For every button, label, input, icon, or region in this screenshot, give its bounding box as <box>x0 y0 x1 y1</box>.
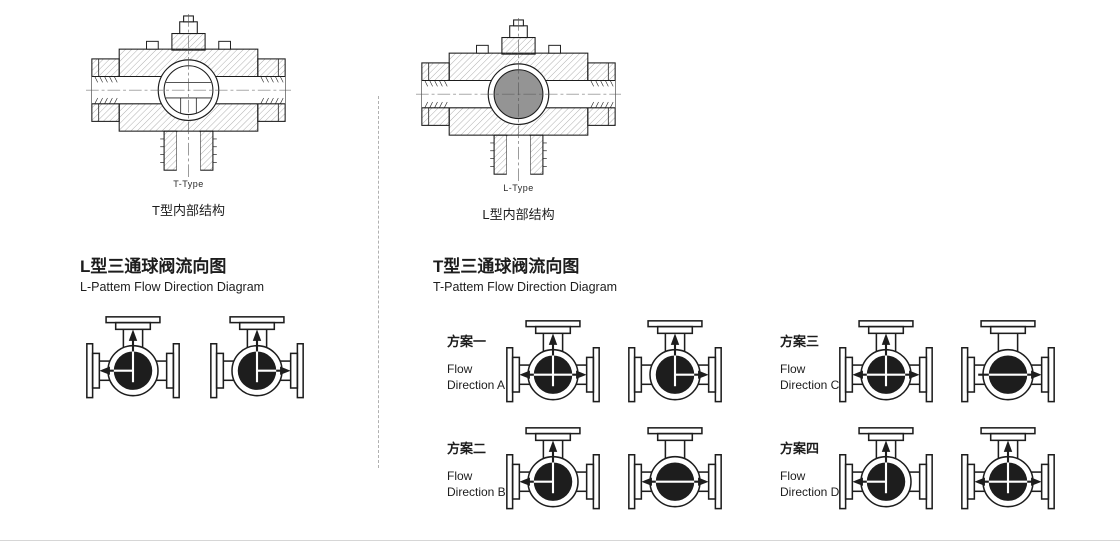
plan-2-labels: 方案二 Flow Direction B <box>447 422 506 500</box>
plan-4-labels: 方案四 Flow Direction D <box>780 422 840 500</box>
plan-flow-line2: Direction B <box>447 484 506 499</box>
plan-flow-line1: Flow <box>447 469 473 483</box>
plan-1-group: 方案一 Flow Direction A <box>447 315 725 419</box>
plan-2-group: 方案二 Flow Direction B <box>447 422 725 526</box>
valve-flow-symbol <box>958 422 1058 526</box>
l-type-cross-section-figure: L-Type L型内部结构 <box>416 18 621 223</box>
l-type-label: L-Type <box>503 183 534 193</box>
vertical-dashed-divider <box>378 96 379 468</box>
l-pattern-title-zh: L型三通球阀流向图 <box>80 257 227 276</box>
valve-flow-symbol <box>958 315 1058 419</box>
valve-flow-symbol <box>83 311 183 415</box>
plan-3-labels: 方案三 Flow Direction C <box>780 315 840 393</box>
valve-flow-symbol <box>625 315 725 419</box>
plan-flow-line1: Flow <box>780 362 806 376</box>
valve-flow-symbol <box>503 422 603 526</box>
valve-flow-symbol <box>207 311 307 415</box>
plan-flow-line1: Flow <box>780 469 806 483</box>
plan-4-group: 方案四 Flow Direction D <box>780 422 1058 526</box>
plan-flow-line2: Direction C <box>780 377 840 392</box>
plan-name: 方案三 <box>780 334 820 349</box>
plan-3-group: 方案三 Flow Direction C <box>780 315 1058 419</box>
t-pattern-title-zh: T型三通球阀流向图 <box>433 257 580 276</box>
valve-flow-symbol <box>836 315 936 419</box>
l-type-cross-section-drawing <box>416 18 621 182</box>
t-type-label: T-Type <box>173 179 204 189</box>
bottom-border-line <box>0 540 1120 541</box>
valve-flow-symbol <box>503 315 603 419</box>
plan-name: 方案二 <box>447 441 487 456</box>
t-type-caption: T型内部结构 <box>152 203 225 218</box>
plan-flow-line1: Flow <box>447 362 473 376</box>
t-type-cross-section-drawing <box>86 14 291 178</box>
t-type-cross-section-figure: T-Type T型内部结构 <box>86 14 291 219</box>
l-pattern-valve-row <box>83 311 307 415</box>
plan-1-labels: 方案一 Flow Direction A <box>447 315 506 393</box>
valve-flow-symbol <box>625 422 725 526</box>
plan-flow-line2: Direction A <box>447 377 506 392</box>
plan-name: 方案四 <box>780 441 820 456</box>
plan-flow-line2: Direction D <box>780 484 840 499</box>
l-pattern-title-en: L-Pattem Flow Direction Diagram <box>80 280 265 294</box>
t-pattern-title-en: T-Pattem Flow Direction Diagram <box>433 280 618 294</box>
l-type-caption: L型内部结构 <box>482 207 555 222</box>
valve-flow-symbol <box>836 422 936 526</box>
plan-name: 方案一 <box>447 334 487 349</box>
